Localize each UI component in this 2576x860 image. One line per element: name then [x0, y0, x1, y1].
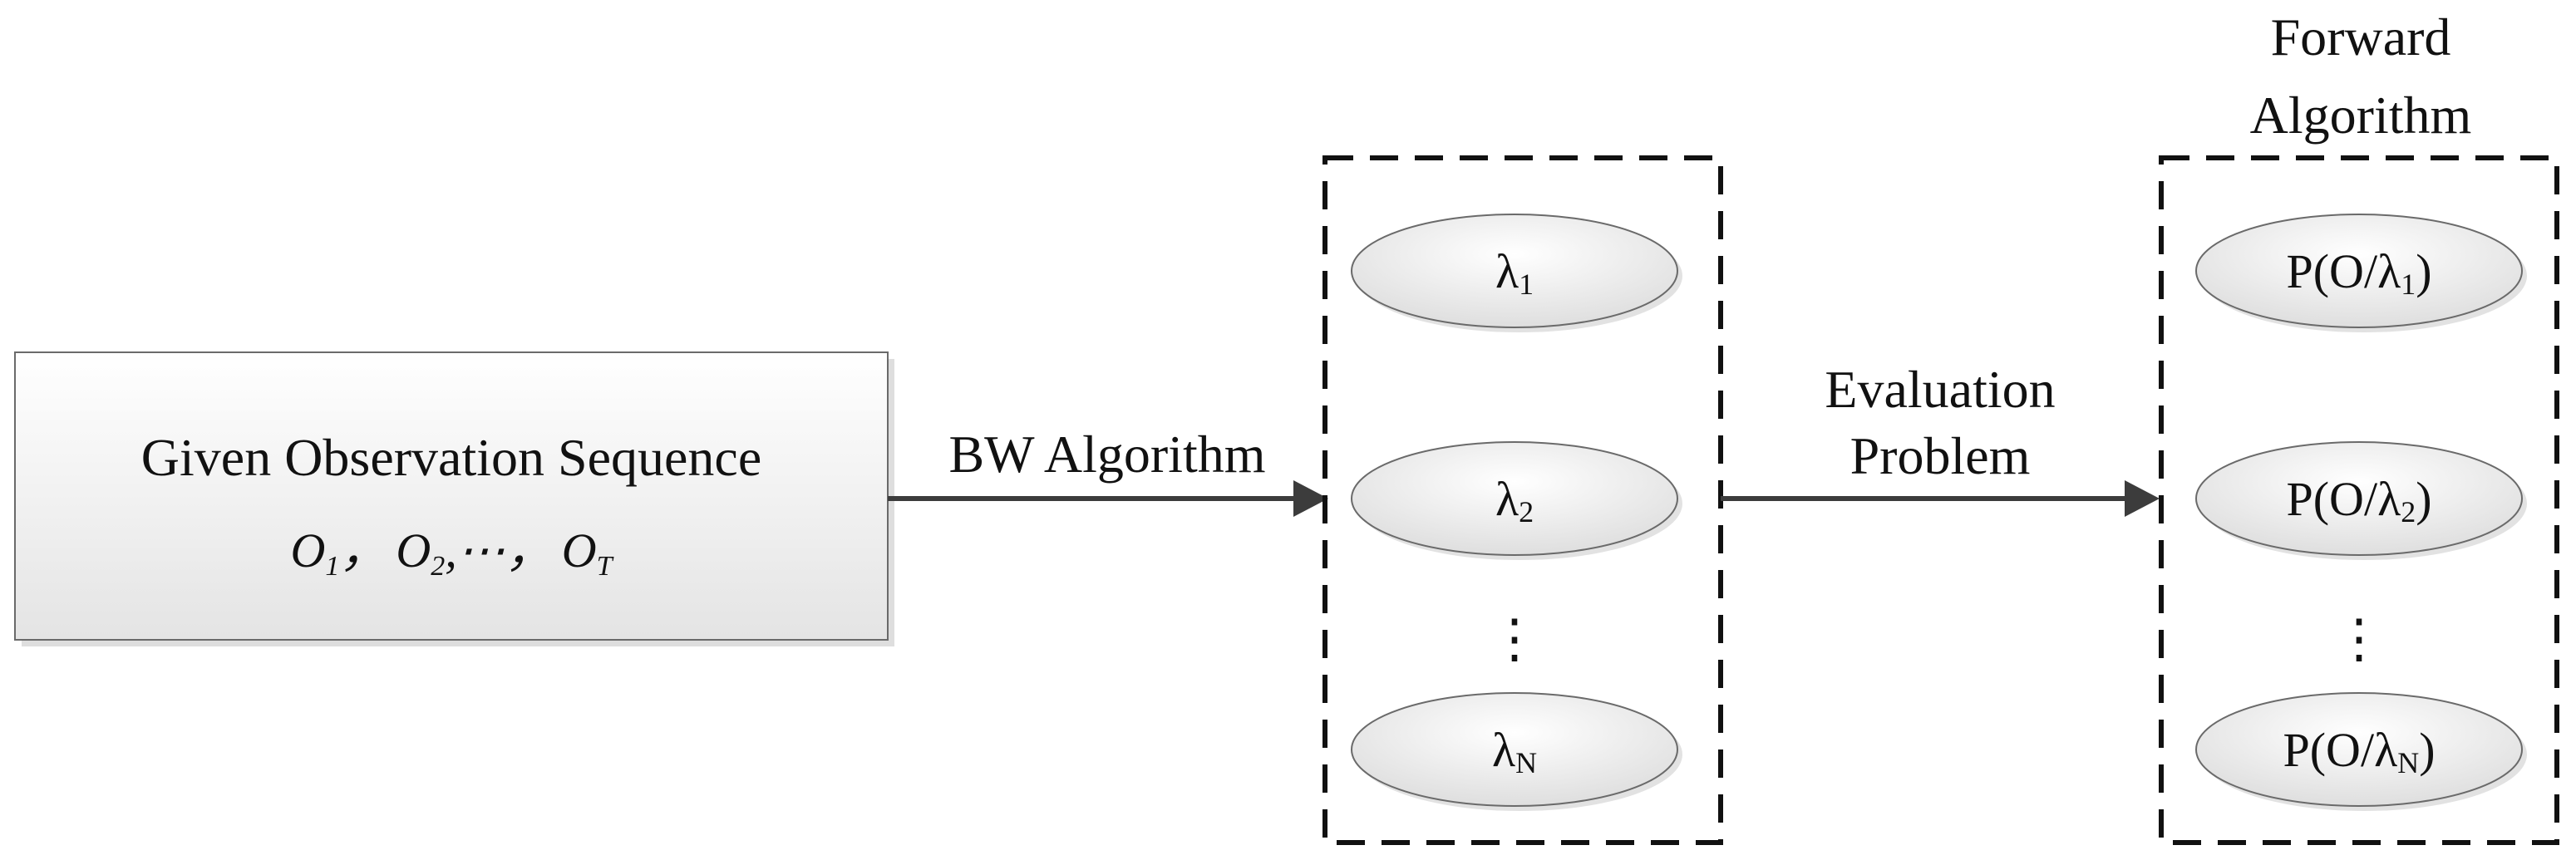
model-label-2: λ2	[1495, 472, 1534, 528]
model-ellipse-1: λ1	[1351, 214, 1682, 332]
probability-label-n: P(O/λN)	[2283, 723, 2435, 779]
model-ellipse-n: λN	[1351, 692, 1682, 811]
evaluation-label-line1: Evaluation	[1825, 360, 2055, 419]
bw-arrow-head	[1293, 480, 1328, 517]
probability-label-2: P(O/λ2)	[2286, 472, 2431, 528]
probability-group-border	[2159, 155, 2559, 845]
probability-vdots: ⋮	[2332, 609, 2386, 668]
model-ellipse-2: λ2	[1351, 441, 1682, 560]
probability-group: P(O/λ1) P(O/λ2) ⋮ P(O/λN)	[2159, 155, 2559, 845]
bw-algorithm-label: BW Algorithm	[948, 425, 1265, 484]
probability-ellipse-1: P(O/λ1)	[2195, 214, 2527, 332]
probability-ellipse-2: P(O/λ2)	[2195, 441, 2527, 560]
bw-algorithm-arrow: BW Algorithm	[888, 425, 1328, 517]
probability-ellipse-n: P(O/λN)	[2195, 692, 2527, 811]
model-label-1: λ1	[1495, 244, 1534, 301]
probability-label-1: P(O/λ1)	[2286, 244, 2431, 301]
observation-sequence-formula: O1，O2,⋯，OT	[290, 523, 613, 582]
model-group: λ1 λ2 ⋮ λN	[1322, 155, 1723, 845]
evaluation-arrow-head	[2125, 480, 2160, 517]
observation-sequence-box: Given Observation Sequence O1，O2,⋯，OT	[14, 351, 894, 646]
model-vdots: ⋮	[1488, 609, 1541, 668]
evaluation-label-line2: Problem	[1850, 426, 2031, 485]
forward-algorithm-label-line1: Forward	[2271, 7, 2451, 66]
observation-sequence-title: Given Observation Sequence	[141, 428, 761, 487]
evaluation-problem-arrow: Evaluation Problem	[1721, 360, 2160, 517]
model-label-n: λN	[1492, 723, 1537, 779]
forward-algorithm-label-line2: Algorithm	[2250, 86, 2472, 145]
